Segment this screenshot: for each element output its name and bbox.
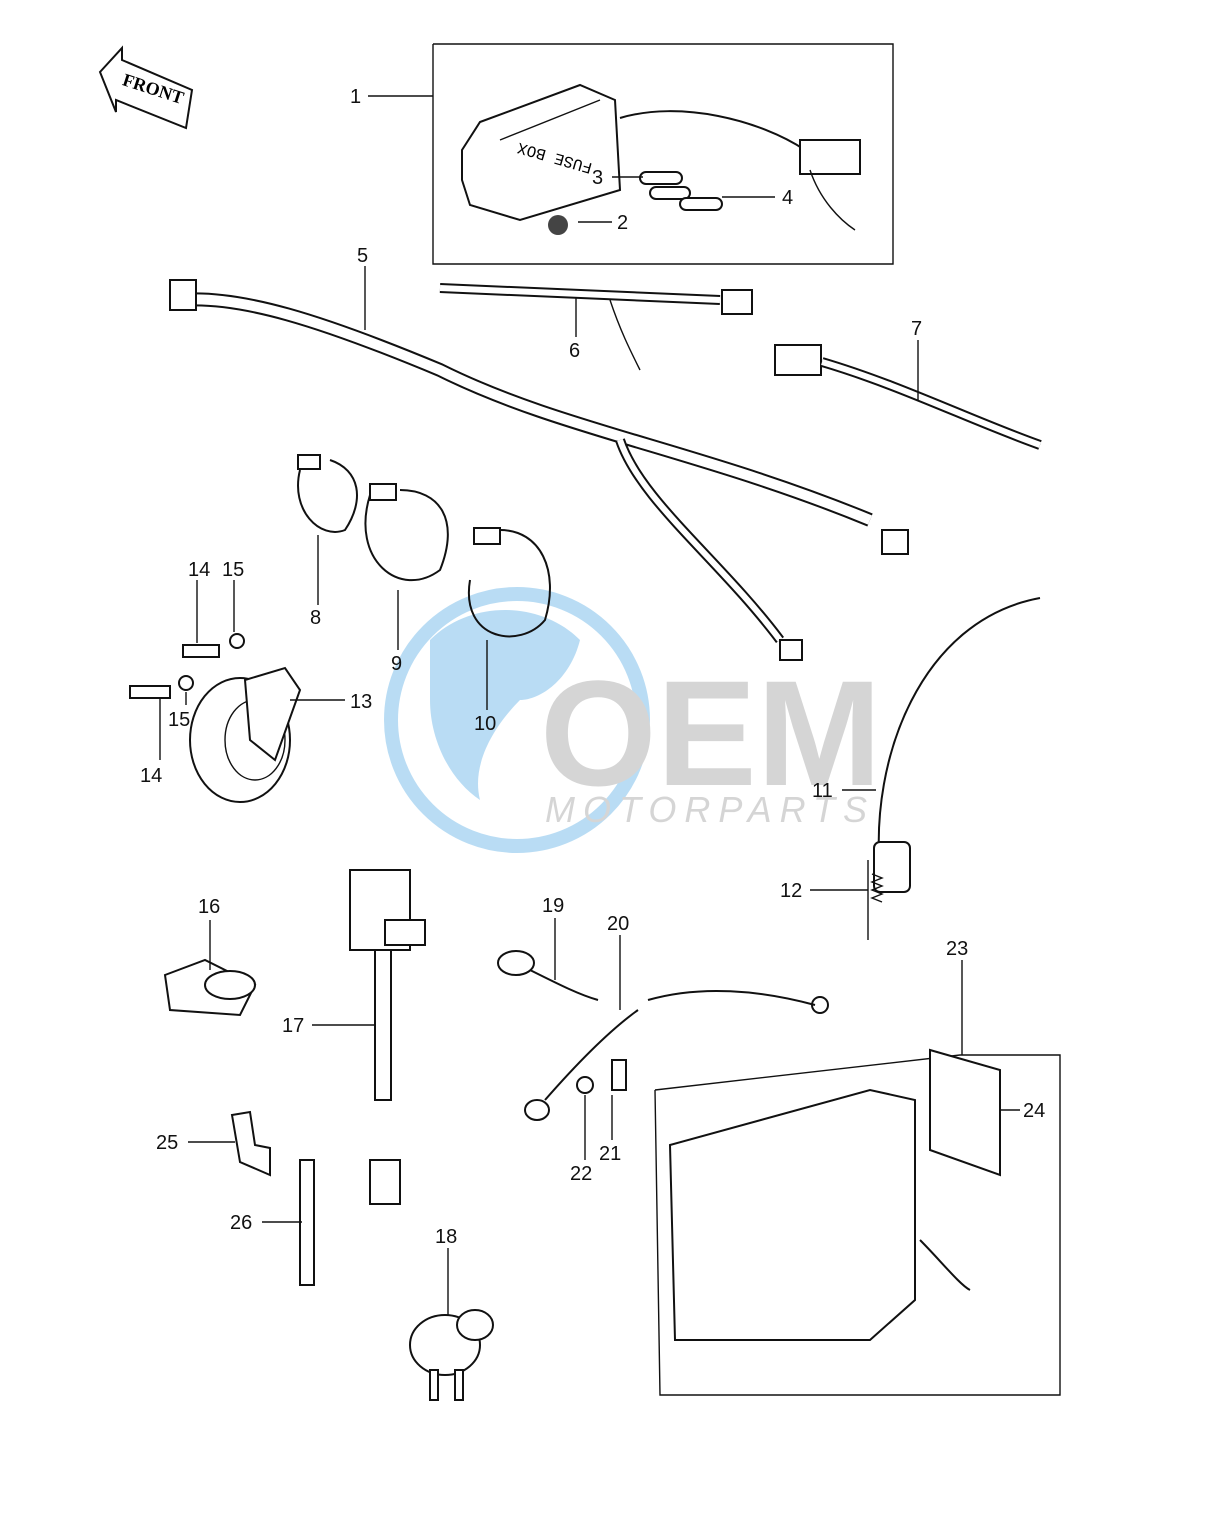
bolt-14b <box>129 685 171 699</box>
front-arrow: FRONT <box>98 45 194 130</box>
fuse-4 <box>679 197 723 211</box>
nut-15a <box>229 633 245 649</box>
callout-4: 4 <box>782 187 793 209</box>
watermark-sub: MOTORPARTS <box>545 789 875 830</box>
callout-10: 10 <box>474 713 496 735</box>
callout-5: 5 <box>357 245 368 267</box>
callout-12: 12 <box>780 880 802 902</box>
watermark-brand: OEM <box>540 649 882 817</box>
relay-18 <box>409 1309 494 1401</box>
bolt-14a <box>182 644 220 658</box>
strap-26 <box>299 1159 315 1286</box>
callout-7: 7 <box>911 318 922 340</box>
relay-17 <box>349 869 426 1205</box>
battery-group <box>654 1048 1061 1396</box>
callout-24: 24 <box>1023 1100 1045 1122</box>
callout-13: 13 <box>350 691 372 713</box>
grommet <box>548 215 568 235</box>
sub-harness-6 <box>439 283 753 371</box>
fuse-box-group: FUSE BOX <box>432 43 894 265</box>
spring-12 <box>870 873 884 903</box>
fuse-box <box>461 83 622 222</box>
callout-23: 23 <box>946 938 968 960</box>
callout-20: 20 <box>607 913 629 935</box>
strap-9 <box>364 489 449 582</box>
fuse-3 <box>639 171 683 185</box>
callout-9: 9 <box>391 653 402 675</box>
callout-22: 22 <box>570 1163 592 1185</box>
battery-cables <box>497 950 829 1121</box>
callout-1: 1 <box>350 86 361 108</box>
globe-continents <box>430 610 580 800</box>
battery <box>668 1088 916 1341</box>
callout-2: 2 <box>617 212 628 234</box>
callout-21: 21 <box>599 1143 621 1165</box>
horn-bracket <box>243 666 302 762</box>
relay-16 <box>163 958 257 1017</box>
oem-watermark: OEM MOTORPARTS <box>384 587 882 853</box>
main-harness <box>169 279 909 661</box>
cable-20 <box>524 1099 550 1121</box>
callout-19: 19 <box>542 895 564 917</box>
globe-ring <box>384 587 650 853</box>
callout-26: 26 <box>230 1212 252 1234</box>
cable-19 <box>497 950 535 976</box>
callout-14a: 14 <box>188 559 210 581</box>
callout-25: 25 <box>156 1132 178 1154</box>
callout-15a: 15 <box>222 559 244 581</box>
bolt-21 <box>611 1059 627 1091</box>
callout-16: 16 <box>198 896 220 918</box>
callout-8: 8 <box>310 607 321 629</box>
clamp-strap <box>230 1110 315 1286</box>
sub-harness-7 <box>774 344 1042 450</box>
callout-15b: 15 <box>168 709 190 731</box>
callouts: 1 2 3 4 5 6 7 8 9 10 11 12 13 14 15 14 1… <box>140 86 1045 1248</box>
nut-15b <box>178 675 194 691</box>
washer-22 <box>576 1076 594 1094</box>
clamp-25 <box>230 1110 271 1177</box>
callout-14b: 14 <box>140 765 162 787</box>
switch-11 <box>873 841 911 893</box>
leader-lines <box>159 95 1020 1315</box>
callout-18: 18 <box>435 1226 457 1248</box>
callout-17: 17 <box>282 1015 304 1037</box>
callout-11: 11 <box>812 780 833 802</box>
harness-straps <box>297 454 551 638</box>
label-24 <box>929 1048 1001 1177</box>
callout-3: 3 <box>592 167 603 189</box>
horn-assembly <box>129 633 302 803</box>
brake-switch <box>867 597 1041 940</box>
strap-10 <box>467 529 551 638</box>
callout-6: 6 <box>569 340 580 362</box>
strap-8 <box>297 459 358 533</box>
